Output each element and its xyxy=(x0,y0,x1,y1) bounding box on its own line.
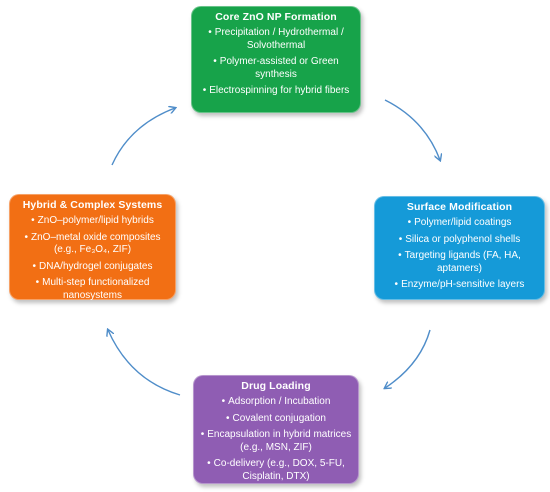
surface-modification-item: •Targeting ligands (FA, HA, aptamers) xyxy=(398,250,521,274)
core-formation-box: Core ZnO NP Formation •Precipitation / H… xyxy=(191,6,361,113)
drug-loading-list: •Adsorption / Incubation •Covalent conju… xyxy=(200,396,352,483)
bullet-icon: • xyxy=(24,231,28,243)
bullet-icon: • xyxy=(207,458,211,469)
bullet-icon: • xyxy=(407,217,412,228)
bullet-icon: • xyxy=(35,277,40,288)
arrow-surface-to-drug xyxy=(385,329,431,388)
hybrid-systems-item: •ZnO–polymer/lipid hybrids xyxy=(31,215,154,226)
surface-modification-item: •Polymer/lipid coatings xyxy=(407,217,512,228)
arrow-hybrid-to-core xyxy=(111,108,175,166)
surface-modification-box: Surface Modification •Polymer/lipid coat… xyxy=(374,196,545,300)
surface-modification-item: •Enzyme/pH-sensitive layers xyxy=(394,279,525,290)
drug-loading-title: Drug Loading xyxy=(241,380,311,392)
drug-loading-item: •Adsorption / Incubation xyxy=(221,396,331,407)
bullet-icon: • xyxy=(213,56,217,67)
bullet-icon: • xyxy=(200,429,205,440)
drug-loading-box: Drug Loading •Adsorption / Incubation •C… xyxy=(193,375,359,484)
core-formation-item: •Polymer-assisted or Green synthesis xyxy=(213,56,339,80)
bullet-icon: • xyxy=(226,412,230,424)
hybrid-systems-list: •ZnO–polymer/lipid hybrids •ZnO–metal ox… xyxy=(16,215,169,302)
bullet-icon: • xyxy=(208,27,212,38)
hybrid-systems-item: •ZnO–metal oxide composites (e.g., Fe₃O₄… xyxy=(24,231,161,256)
surface-modification-title: Surface Modification xyxy=(406,201,513,213)
drug-loading-item: •Co-delivery (e.g., DOX, 5-FU, Cisplatin… xyxy=(207,458,345,482)
bullet-icon: • xyxy=(398,233,403,245)
bullet-icon: • xyxy=(32,260,37,272)
arrow-core-to-surface xyxy=(384,99,440,160)
bullet-icon: • xyxy=(202,85,207,96)
hybrid-systems-title: Hybrid & Complex Systems xyxy=(22,199,163,211)
hybrid-systems-item: •DNA/hydrogel conjugates xyxy=(32,260,153,272)
drug-loading-item: •Encapsulation in hybrid matrices (e.g.,… xyxy=(200,429,352,453)
hybrid-systems-box: Hybrid & Complex Systems •ZnO–polymer/li… xyxy=(9,194,176,302)
core-formation-title: Core ZnO NP Formation xyxy=(215,11,337,23)
surface-modification-item: •Silica or polyphenol shells xyxy=(398,233,521,245)
hybrid-systems-item: •Multi-step functionalized nanosystems xyxy=(35,277,150,301)
drug-loading-item: •Covalent conjugation xyxy=(226,412,326,424)
bullet-icon: • xyxy=(31,215,35,226)
bullet-icon: • xyxy=(221,396,226,407)
bullet-icon: • xyxy=(394,279,399,290)
surface-modification-list: •Polymer/lipid coatings •Silica or polyp… xyxy=(381,217,538,292)
bullet-icon: • xyxy=(398,250,402,261)
core-formation-item: •Precipitation / Hydrothermal / Solvothe… xyxy=(208,27,344,51)
core-formation-list: •Precipitation / Hydrothermal / Solvothe… xyxy=(198,27,354,98)
core-formation-item: •Electrospinning for hybrid fibers xyxy=(202,85,350,96)
arrow-drug-to-hybrid xyxy=(108,330,181,396)
